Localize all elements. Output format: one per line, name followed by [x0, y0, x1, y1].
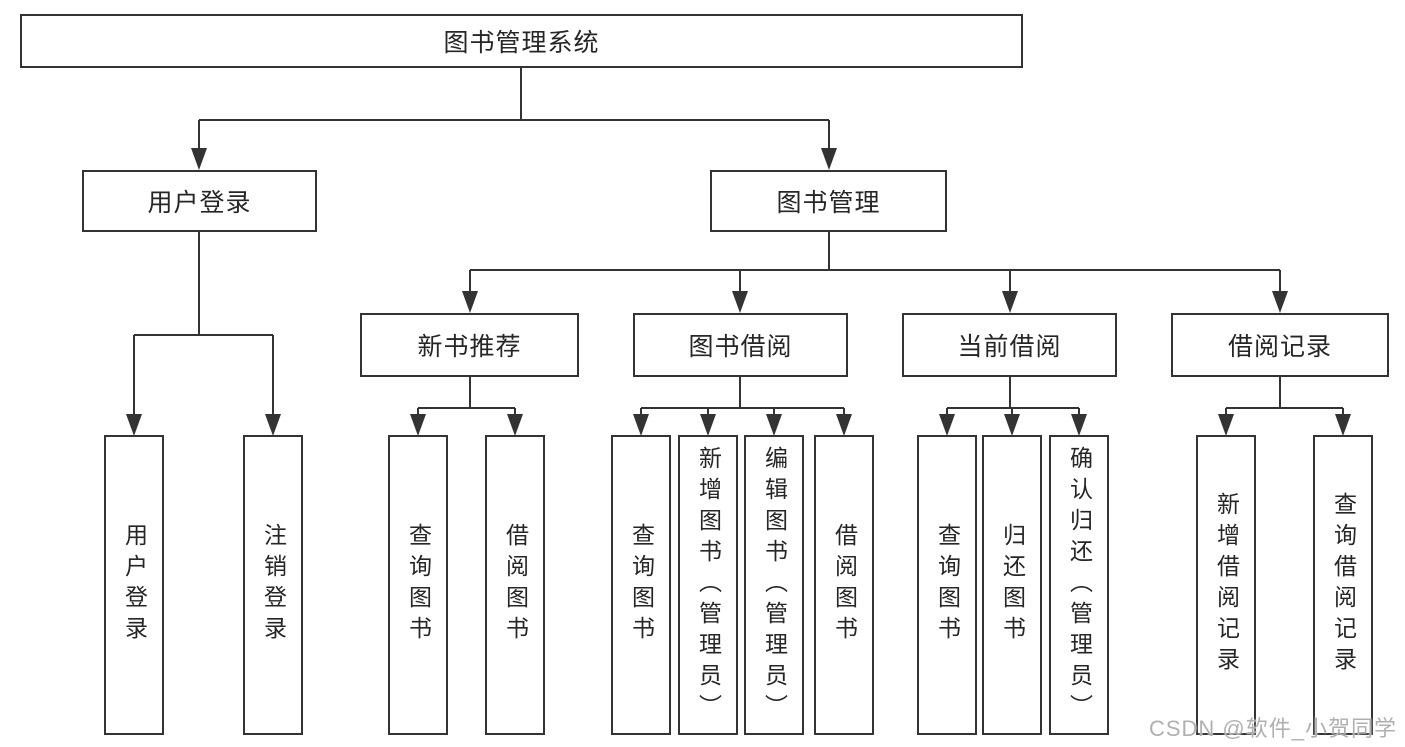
- edges-new-book-recommend: [410, 377, 523, 436]
- leaf-add-borrow-record: 新增借阅记录: [1196, 435, 1256, 735]
- node-new-book-recommend: 新书推荐: [360, 313, 579, 377]
- leaf-borrow-books-recommend-label: 借阅图书: [502, 523, 529, 647]
- edges-book-borrow: [633, 377, 852, 436]
- edges-current-borrow: [939, 377, 1087, 436]
- node-root: 图书管理系统: [20, 14, 1023, 68]
- leaf-query-books-recommend-label: 查询图书: [405, 523, 432, 647]
- leaf-user-login: 用户登录: [104, 435, 164, 735]
- leaf-user-login-label: 用户登录: [121, 523, 148, 647]
- node-book-borrow: 图书借阅: [633, 313, 848, 377]
- leaf-query-books-current-label: 查询图书: [934, 523, 961, 647]
- leaf-add-book-admin: 新增图书（管理员）: [678, 435, 738, 735]
- leaf-query-books-borrow: 查询图书: [611, 435, 671, 735]
- leaf-borrow-books-label: 借阅图书: [831, 523, 858, 647]
- edges-user-login: [126, 232, 281, 436]
- leaf-edit-book-admin-label: 编辑图书（管理员）: [761, 445, 788, 725]
- leaf-return-books: 归还图书: [982, 435, 1042, 735]
- watermark: CSDN @软件_小贺同学: [1148, 716, 1397, 741]
- leaf-query-borrow-record: 查询借阅记录: [1313, 435, 1373, 735]
- edges-root: [191, 68, 837, 170]
- leaf-return-books-label: 归还图书: [999, 523, 1026, 647]
- leaf-query-borrow-record-label: 查询借阅记录: [1330, 492, 1357, 678]
- leaf-borrow-books: 借阅图书: [814, 435, 874, 735]
- node-borrow-records: 借阅记录: [1171, 313, 1389, 377]
- edges-book-management: [462, 232, 1288, 313]
- edges-borrow-records: [1218, 377, 1351, 436]
- leaf-confirm-return-admin-label: 确认归还（管理员）: [1066, 445, 1093, 725]
- node-current-borrow: 当前借阅: [902, 313, 1117, 377]
- leaf-query-books-recommend: 查询图书: [388, 435, 448, 735]
- leaf-logout-label: 注销登录: [260, 523, 287, 647]
- leaf-query-books-borrow-label: 查询图书: [628, 523, 655, 647]
- leaf-add-borrow-record-label: 新增借阅记录: [1213, 492, 1240, 678]
- leaf-confirm-return-admin: 确认归还（管理员）: [1049, 435, 1109, 735]
- node-book-management: 图书管理: [710, 170, 947, 232]
- leaf-add-book-admin-label: 新增图书（管理员）: [695, 445, 722, 725]
- leaf-logout: 注销登录: [243, 435, 303, 735]
- node-user-login: 用户登录: [82, 170, 317, 232]
- leaf-borrow-books-recommend: 借阅图书: [485, 435, 545, 735]
- leaf-query-books-current: 查询图书: [917, 435, 977, 735]
- leaf-edit-book-admin: 编辑图书（管理员）: [744, 435, 804, 735]
